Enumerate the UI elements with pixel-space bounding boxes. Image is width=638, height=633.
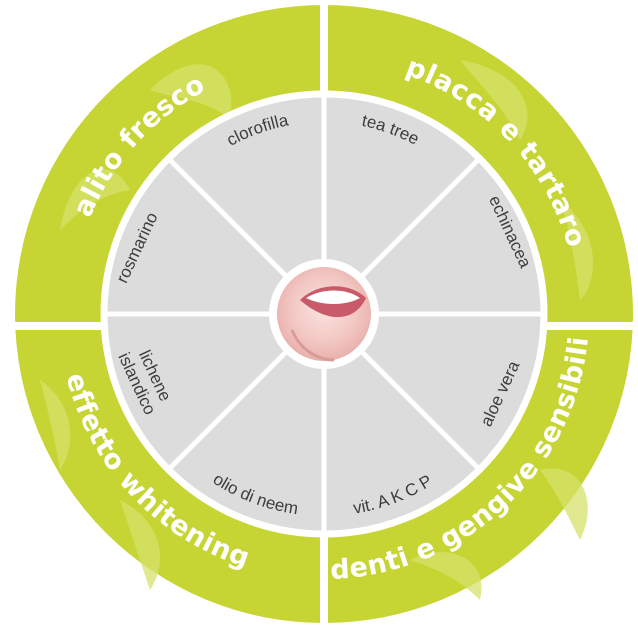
center-smile-icon xyxy=(277,267,371,361)
